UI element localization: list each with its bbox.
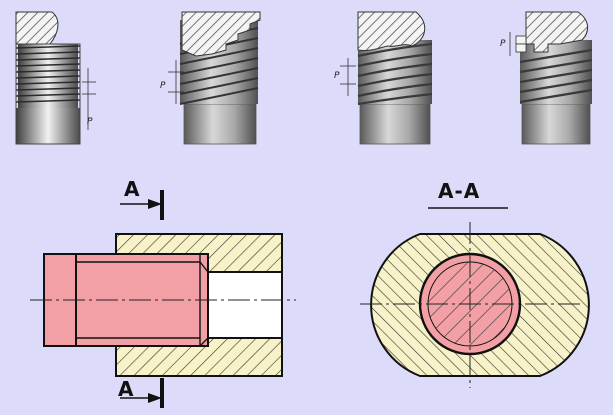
- cross-section: A-A: [360, 179, 590, 388]
- pitch-label: P: [87, 117, 93, 127]
- thread-section: [15, 11, 59, 45]
- thread-triangular: P: [15, 11, 96, 145]
- pitch-label: P: [500, 39, 506, 49]
- thread-grooves: [357, 42, 433, 106]
- thread-section: [357, 11, 426, 51]
- thread-grooves: [519, 48, 593, 104]
- section-letter-bottom: A: [118, 377, 134, 401]
- thread-square: P: [500, 11, 593, 145]
- thread-round: P: [334, 11, 433, 145]
- thread-section: [181, 11, 261, 57]
- thread-shank: [359, 103, 431, 145]
- nut-bore: [207, 271, 283, 339]
- assembly-section: A A: [30, 177, 296, 408]
- thread-trapezoidal: P: [160, 11, 261, 145]
- thread-shank: [521, 103, 591, 145]
- pitch-label: P: [160, 81, 166, 91]
- thread-section: [525, 11, 588, 53]
- thread-shank: [16, 108, 80, 144]
- thread-grooves: [15, 45, 81, 103]
- cutting-arrow-top: [148, 199, 162, 209]
- section-title: A-A: [438, 179, 480, 203]
- cutting-arrow-bottom: [148, 393, 162, 403]
- section-letter-top: A: [124, 177, 140, 201]
- pitch-label: P: [334, 71, 340, 81]
- thread-shank: [183, 103, 257, 145]
